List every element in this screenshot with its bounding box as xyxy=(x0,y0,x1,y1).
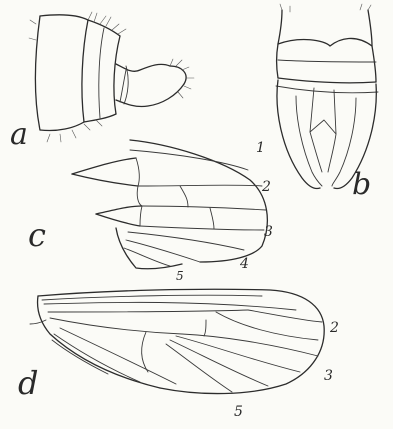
appendage-outline xyxy=(116,84,184,107)
wing-vein xyxy=(142,206,266,210)
segment-outline xyxy=(82,20,88,122)
wing-vein xyxy=(170,340,268,386)
segment-outline xyxy=(278,78,376,83)
panel-c-label: c xyxy=(28,216,46,254)
clasper-outline xyxy=(310,132,336,172)
wing-outline xyxy=(72,174,138,186)
appendage-outline xyxy=(116,64,170,71)
panel-b-label: b xyxy=(352,167,371,202)
wing-vein xyxy=(137,186,142,206)
segment-outline xyxy=(114,36,120,114)
vein-number: 3 xyxy=(264,224,273,240)
wing-outline xyxy=(96,206,142,214)
panel-a-drawing xyxy=(29,12,194,142)
wing-vein xyxy=(248,310,322,322)
wing-vein xyxy=(136,158,139,186)
clasper-outline xyxy=(296,96,322,186)
wing-vein xyxy=(140,206,142,226)
appendage-outline xyxy=(120,70,126,102)
wing-vein xyxy=(130,150,248,170)
wing-vein xyxy=(138,185,262,186)
wing-outline xyxy=(38,289,324,393)
vein-number: 4 xyxy=(239,256,249,272)
segment-outline xyxy=(278,60,376,62)
wing-outline xyxy=(96,214,140,226)
vein-number: 3 xyxy=(324,368,333,384)
segment-outline xyxy=(278,38,372,46)
wing-vein xyxy=(128,232,244,250)
segment-outline xyxy=(276,86,378,93)
wing-outline xyxy=(38,296,161,388)
vein-number: 5 xyxy=(234,404,243,420)
clasper-outline xyxy=(310,88,336,134)
wing-vein xyxy=(216,312,318,340)
vein-number: 1 xyxy=(256,140,265,156)
wing-vein xyxy=(50,318,182,334)
wing-outline xyxy=(72,158,136,174)
segment-outline xyxy=(40,15,88,20)
vein-number: 5 xyxy=(176,269,184,283)
vein-number: 2 xyxy=(329,320,339,336)
wing-vein xyxy=(126,240,200,262)
wing-vein xyxy=(176,336,300,372)
segment-outline xyxy=(36,16,41,130)
segment-outline xyxy=(40,122,84,131)
wing-vein xyxy=(166,344,232,392)
appendage-outline xyxy=(170,66,186,84)
panel-d-label: d xyxy=(18,364,38,402)
panel-d-drawing xyxy=(30,289,324,393)
wing-vein xyxy=(44,302,296,310)
vein-number: 2 xyxy=(261,179,271,195)
wing-vein xyxy=(142,320,206,372)
wing-vein xyxy=(54,334,140,382)
segment-outline xyxy=(368,10,372,46)
wing-vein xyxy=(140,226,264,230)
segment-outline xyxy=(99,28,104,118)
panel-a-label: a xyxy=(10,117,28,152)
panel-b-drawing xyxy=(276,4,378,189)
wing-vein xyxy=(42,295,262,300)
segment-outline xyxy=(278,10,282,44)
panel-c-drawing xyxy=(72,140,267,269)
segment-outline xyxy=(277,44,279,78)
segment-outline xyxy=(372,46,376,82)
wing-vein xyxy=(48,310,248,312)
wing-vein xyxy=(30,320,46,324)
